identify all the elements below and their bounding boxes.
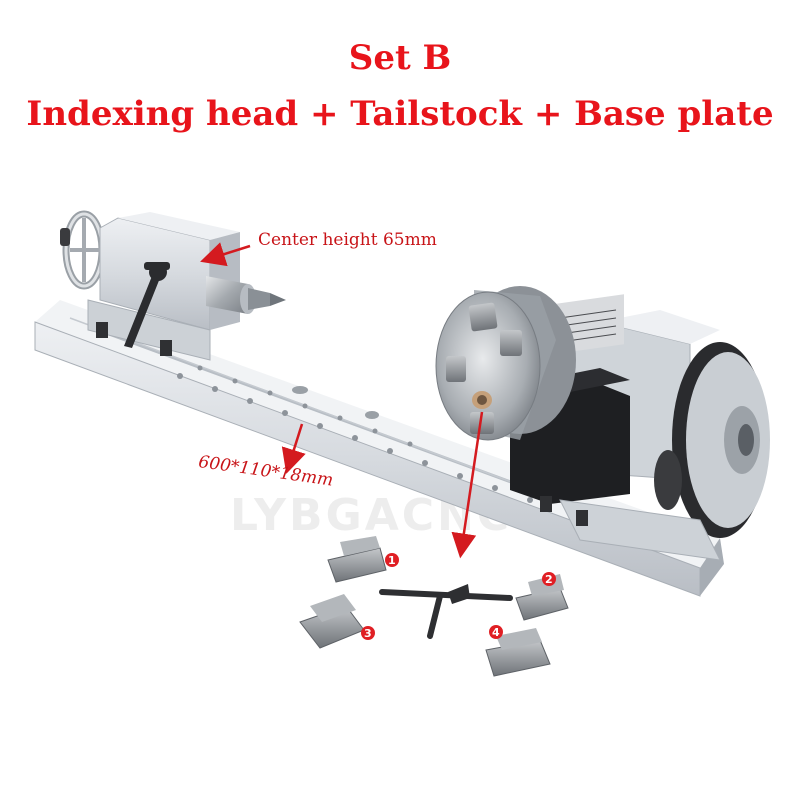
jaw-badge-1-label: 1 (388, 554, 396, 567)
chuck-wrench (379, 584, 513, 639)
jaw-3: 3 (299, 594, 375, 649)
jaw-badge-1 (385, 553, 399, 567)
jaws-arrow (451, 411, 484, 559)
jaw-badge-4 (489, 625, 503, 639)
jaw-badge-2 (542, 572, 556, 586)
page-title: Set B (348, 38, 452, 78)
center-height-label: Center height 65mm (258, 230, 437, 250)
jaw-badge-2-label: 2 (545, 573, 553, 586)
spare-jaws: 1 2 3 4 (299, 536, 569, 677)
jaw-2: 2 (515, 572, 569, 621)
live-center (206, 276, 286, 314)
belt-drive (654, 342, 770, 538)
jaw-badge-4-label: 4 (492, 626, 500, 639)
jaw-1: 1 (327, 536, 399, 583)
jaw-badge-3 (361, 626, 375, 640)
dimension-arrow (281, 423, 306, 474)
jaw-4: 4 (485, 625, 551, 677)
four-jaw-chuck (435, 286, 576, 441)
handwheel (60, 210, 106, 290)
center-height-arrow (200, 242, 251, 267)
indexing-head (435, 286, 770, 561)
tailstock (60, 210, 286, 361)
tailstock-lock-lever (124, 262, 170, 348)
page-subtitle: Indexing head + Tailstock + Base plate (26, 94, 774, 134)
jaw-badge-3-label: 3 (364, 627, 372, 640)
annotation-arrows (200, 242, 484, 559)
